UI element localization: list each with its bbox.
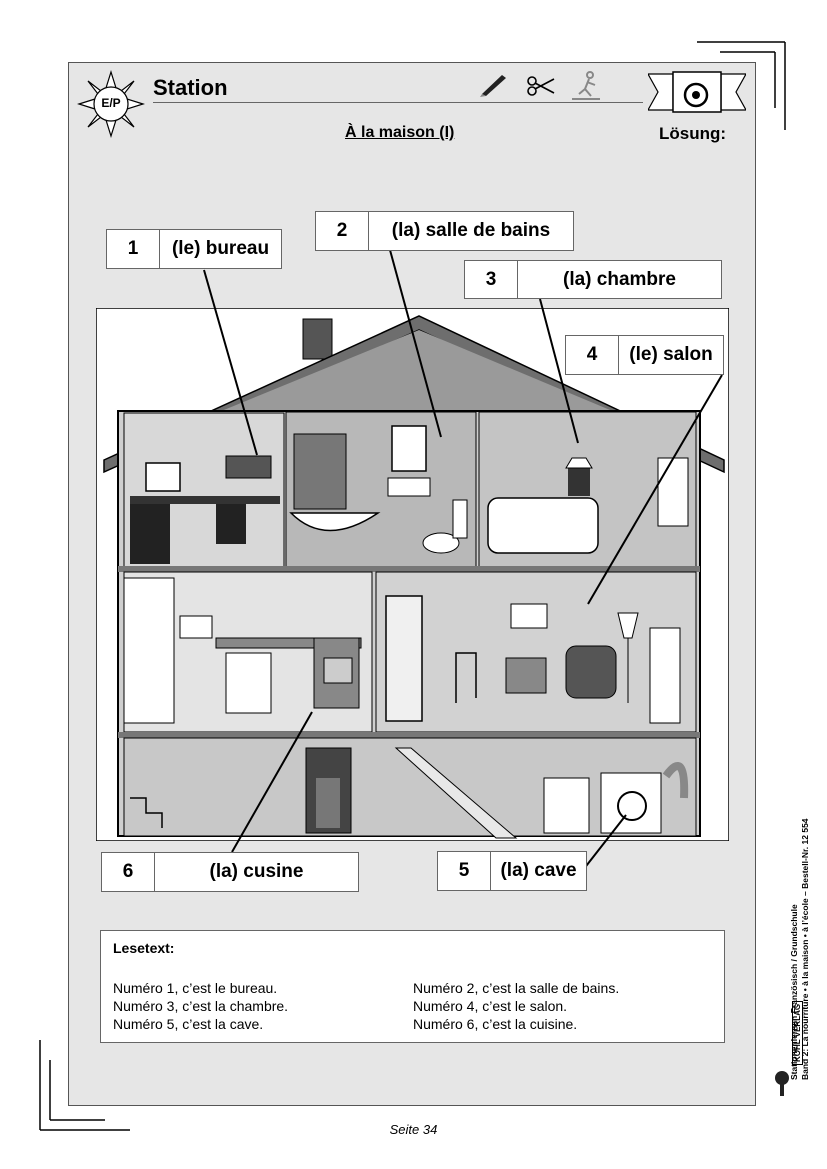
label-text: (la) cusine <box>209 861 304 882</box>
pencil-icon <box>480 75 506 97</box>
publisher-logo: KOHL VERLAG <box>792 1000 803 1065</box>
sun-badge-icon <box>77 70 145 138</box>
label-number: 4 <box>566 336 619 374</box>
label-salon: 4 (le) salon <box>565 335 724 375</box>
badge-label: E/P <box>101 96 121 110</box>
scissors-icon <box>527 76 555 96</box>
lesetext-line: Numéro 6, c’est la cuisine. <box>413 1016 578 1032</box>
label-number: 1 <box>107 230 160 268</box>
label-text: (le) bureau <box>171 238 270 259</box>
label-salle-de-bains: 2 (la) salle de bains <box>315 211 574 251</box>
label-chambre: 3 (la) chambre <box>464 260 722 299</box>
label-text: (la) cave <box>500 860 577 881</box>
label-cave: 5 (la) cave <box>437 851 587 891</box>
lesetext-line: Numéro 1, c’est le bureau. <box>113 980 278 996</box>
house-illustration <box>96 308 729 841</box>
page-number: Seite 34 <box>389 1122 438 1137</box>
target-icon <box>683 82 709 108</box>
label-number: 5 <box>438 852 491 890</box>
lesetext-title: Lesetext: <box>113 940 175 956</box>
lesetext-line: Numéro 4, c’est le salon. <box>413 998 568 1014</box>
label-number: 2 <box>316 212 369 250</box>
label-number: 6 <box>102 853 155 891</box>
title-underline <box>153 102 643 103</box>
worksheet-subtitle: À la maison (I) <box>345 124 455 141</box>
publisher-tree-icon <box>775 1071 789 1096</box>
label-text: (le) salon <box>629 344 713 365</box>
lesetext-line: Numéro 3, c’est la chambre. <box>113 998 289 1014</box>
lesetext-line: Numéro 2, c’est la salle de bains. <box>413 980 620 996</box>
label-number: 3 <box>465 261 518 298</box>
label-cuisine: 6 (la) cusine <box>101 852 359 892</box>
page-title: Station <box>153 75 228 100</box>
label-bureau: 1 (le) bureau <box>106 229 282 269</box>
running-figure-icon <box>572 71 600 100</box>
solution-label: Lösung: <box>659 124 727 143</box>
label-text: (la) salle de bains <box>391 220 551 241</box>
lesetext-box: Lesetext: Numéro 1, c’est le bureau. Num… <box>100 930 725 1043</box>
lesetext-line: Numéro 5, c’est la cave. <box>113 1016 264 1032</box>
label-text: (la) chambre <box>563 268 676 290</box>
